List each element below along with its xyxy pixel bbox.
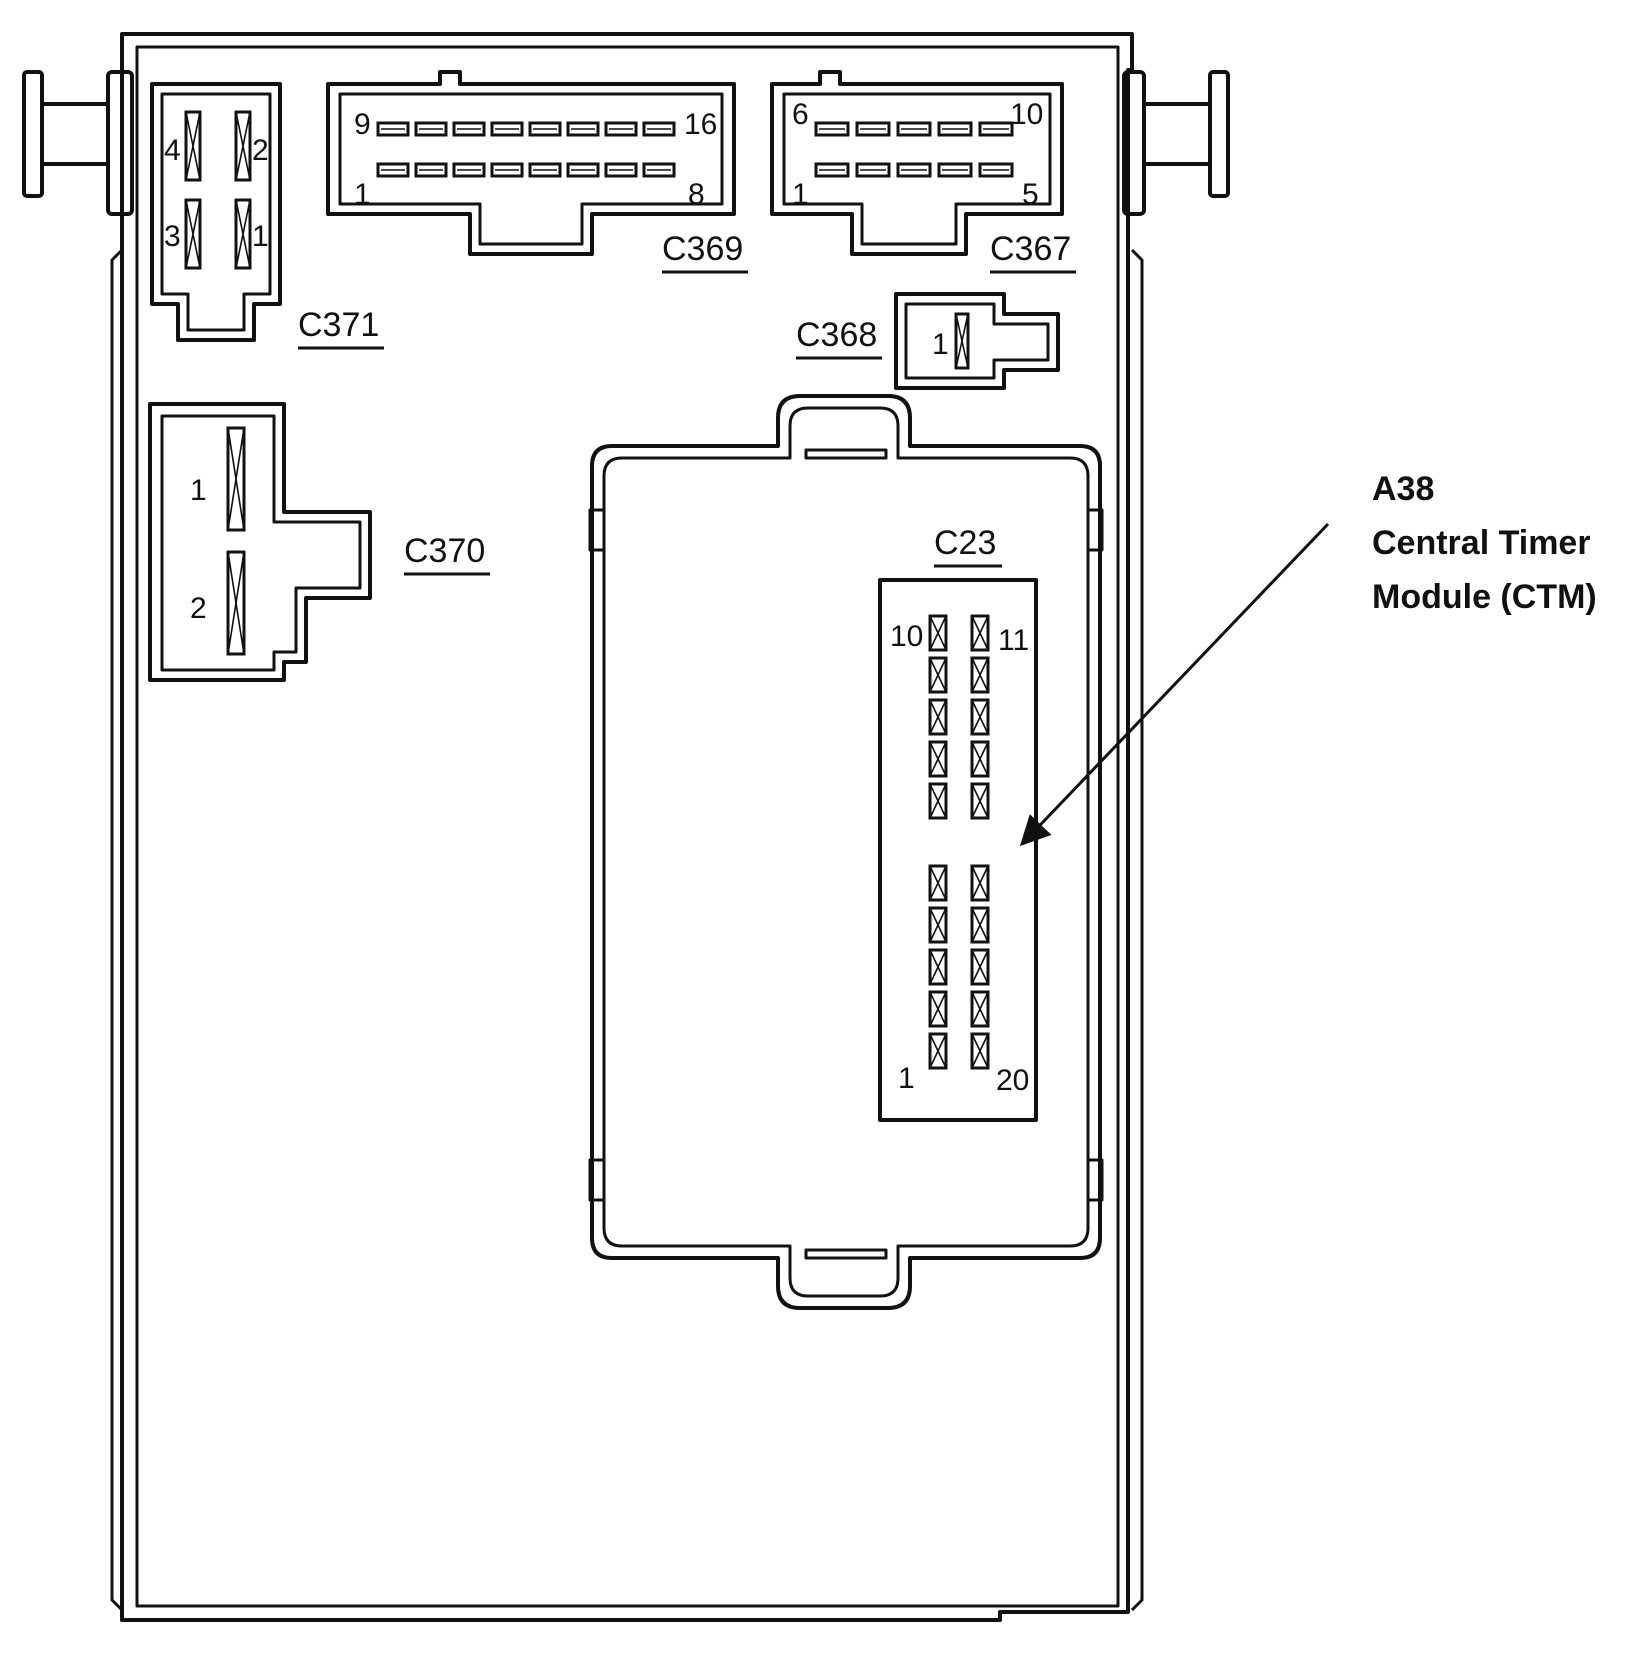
c369-terminal	[376, 121, 410, 137]
c23-terminal	[970, 906, 990, 944]
c371-pin-label-1: 1	[252, 220, 269, 253]
c371-pin-label-2: 2	[252, 134, 269, 167]
c371-label: C371	[298, 306, 379, 344]
c23-terminal	[970, 740, 990, 778]
connector-c369: 9 16 1 8 C369	[326, 70, 748, 274]
c370-pin-label-1: 1	[190, 474, 207, 507]
c23-terminal	[970, 782, 990, 820]
c23-terminal	[928, 614, 948, 652]
callout-line-2: Central Timer	[1372, 524, 1591, 562]
left-mounting-tab	[22, 70, 134, 216]
c367-pin-label-10: 10	[1010, 98, 1043, 131]
c369-terminal	[452, 121, 486, 137]
c23-terminal	[928, 782, 948, 820]
c367-terminal	[896, 121, 932, 137]
c369-pin-label-1: 1	[354, 178, 371, 211]
c369-terminal	[604, 121, 638, 137]
c371-pin-3	[184, 198, 202, 270]
c367-terminal	[978, 121, 1014, 137]
c369-label: C369	[662, 230, 743, 268]
ctm-callout: A38 Central Timer Module (CTM)	[1019, 470, 1597, 847]
callout-line-3: Module (CTM)	[1372, 578, 1597, 616]
c369-terminal	[642, 162, 676, 178]
c369-pin-label-9: 9	[354, 108, 371, 141]
c23-terminal	[928, 740, 948, 778]
c23-terminal	[970, 864, 990, 902]
c369-terminal	[528, 121, 562, 137]
connector-c368: 1 C368	[796, 292, 1060, 390]
c367-terminal	[896, 162, 932, 178]
c370-pin-1	[226, 426, 246, 532]
connector-c367: 6 10 1 5 C367	[770, 70, 1076, 274]
c371-pin-label-3: 3	[164, 220, 181, 253]
c369-pin-label-16: 16	[684, 108, 717, 141]
c23-terminal	[928, 990, 948, 1028]
c367-pin-label-1: 1	[792, 178, 809, 211]
c367-terminal	[978, 162, 1014, 178]
c23-terminal	[970, 1032, 990, 1070]
c368-label: C368	[796, 316, 877, 354]
c367-terminal	[855, 121, 891, 137]
c367-label: C367	[990, 230, 1071, 268]
c369-terminal	[490, 121, 524, 137]
c367-pin-label-5: 5	[1022, 178, 1039, 211]
callout-line-1: A38	[1372, 470, 1434, 508]
c371-pin-4	[184, 110, 202, 182]
c367-pin-label-6: 6	[792, 98, 809, 131]
c23-terminal	[928, 864, 948, 902]
c23-pin-label-20: 20	[996, 1064, 1029, 1097]
c23-terminal	[970, 656, 990, 694]
c371-pin-1	[234, 198, 252, 270]
c370-label: C370	[404, 532, 485, 570]
c367-terminal	[814, 162, 850, 178]
c369-terminal	[566, 162, 600, 178]
c23-terminal	[928, 656, 948, 694]
c23-terminal	[928, 906, 948, 944]
c370-pin-label-2: 2	[190, 592, 207, 625]
right-mounting-tab	[1122, 70, 1230, 216]
c23-terminal	[970, 990, 990, 1028]
c367-terminal	[937, 121, 973, 137]
c369-terminal	[528, 162, 562, 178]
c371-pin-2	[234, 110, 252, 182]
c23-pin-label-1: 1	[898, 1062, 915, 1095]
c369-terminal	[414, 162, 448, 178]
c23-terminal	[928, 698, 948, 736]
c369-pin-label-8: 8	[688, 178, 705, 211]
c369-pin-grid	[376, 121, 676, 178]
c369-terminal	[566, 121, 600, 137]
ctm-module-body	[588, 394, 1104, 1310]
connector-c371: 4 2 3 1 C371	[150, 82, 384, 350]
c369-terminal	[452, 162, 486, 178]
c368-pin-1	[954, 312, 970, 370]
c367-terminal	[855, 162, 891, 178]
c23-pin-label-10: 10	[890, 620, 923, 653]
callout-arrow	[1019, 522, 1330, 847]
module-housing	[110, 32, 1144, 1622]
c23-terminal	[928, 948, 948, 986]
c367-terminal	[937, 162, 973, 178]
c367-pin-grid	[814, 121, 1014, 178]
c368-pin-label-1: 1	[932, 328, 949, 361]
c369-terminal	[490, 162, 524, 178]
connector-c370: 1 2 C370	[148, 402, 490, 682]
c23-pin-grid	[928, 614, 990, 1070]
c23-terminal	[970, 614, 990, 652]
c23-pin-label-11: 11	[998, 624, 1029, 657]
c23-label: C23	[934, 524, 996, 562]
c369-terminal	[414, 121, 448, 137]
c23-terminal	[928, 1032, 948, 1070]
c369-terminal	[642, 121, 676, 137]
c23-terminal	[970, 948, 990, 986]
c369-terminal	[376, 162, 410, 178]
c23-terminal	[970, 698, 990, 736]
c371-pin-label-4: 4	[164, 134, 181, 167]
connector-c23: 10 11 1 20 C23	[878, 524, 1038, 1122]
c370-pin-2	[226, 550, 246, 656]
c369-terminal	[604, 162, 638, 178]
c367-terminal	[814, 121, 850, 137]
